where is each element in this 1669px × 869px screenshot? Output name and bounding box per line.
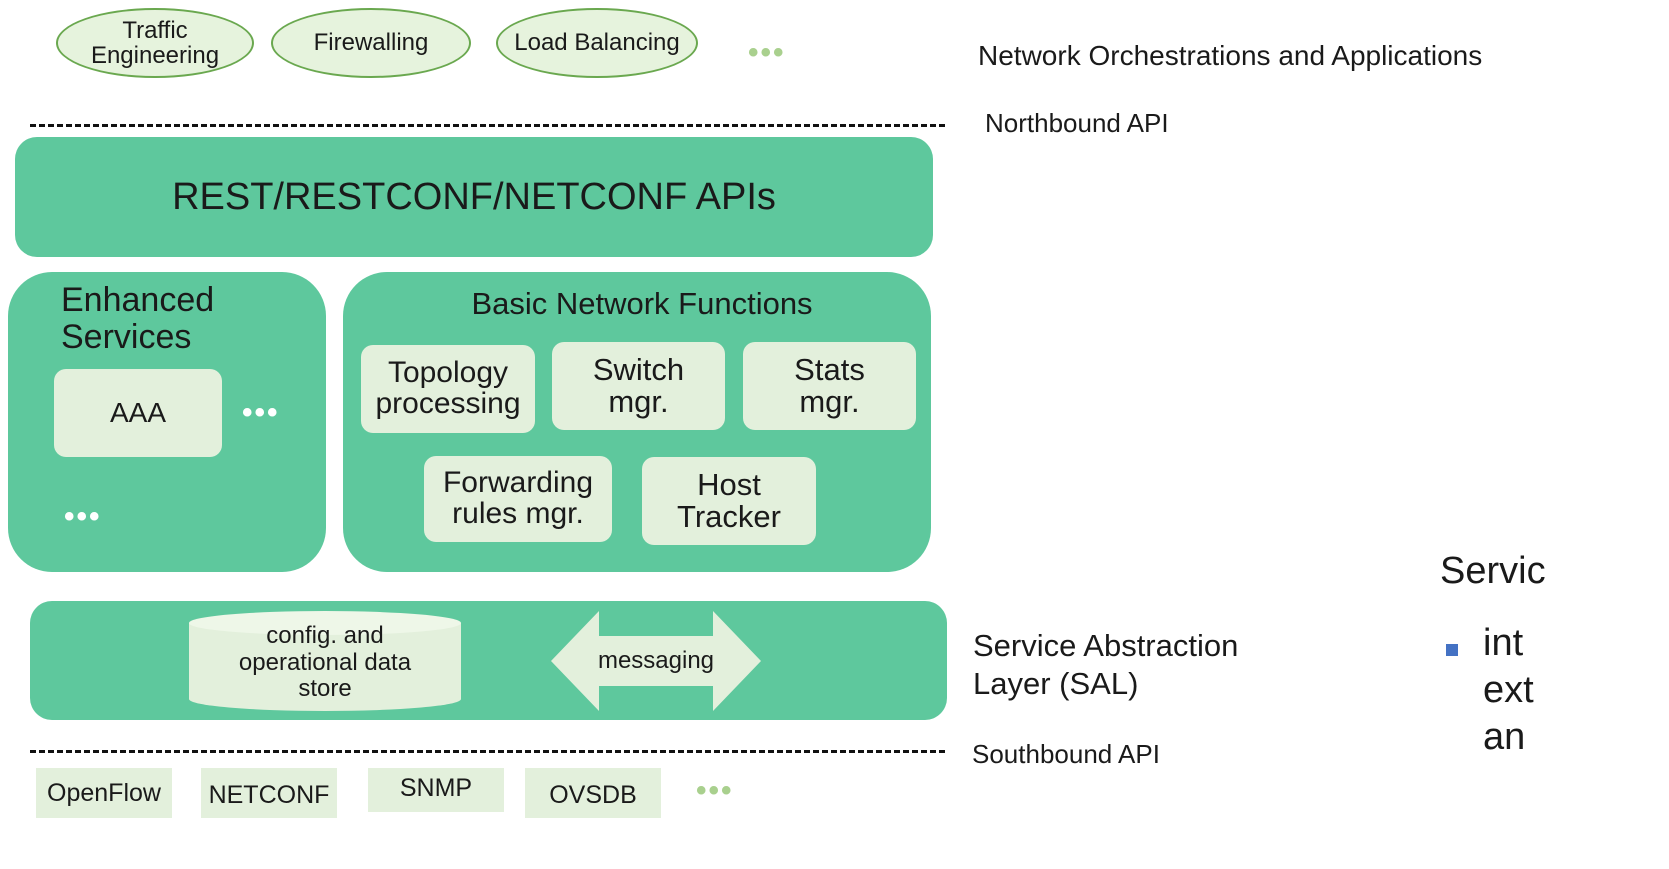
protocol-ovsdb: OVSDB (525, 768, 661, 818)
app-firewalling: Firewalling (271, 8, 471, 78)
forwarding-rules-manager-box: Forwarding rules mgr. (424, 456, 612, 542)
basic-network-functions-block: Basic Network Functions Topology process… (343, 272, 931, 572)
right-panel-line-2: ext (1483, 669, 1534, 711)
applications-layer-label: Network Orchestrations and Applications (978, 40, 1483, 71)
right-panel-line-3: an (1483, 716, 1526, 758)
northbound-dashed-line (30, 124, 945, 127)
more-services-inline-ellipsis: ••• (242, 396, 280, 429)
more-services-bottom-ellipsis: ••• (64, 500, 102, 533)
sal-block: config. and operational data store messa… (30, 601, 947, 720)
more-apps-ellipsis: ••• (748, 36, 786, 69)
topology-processing-box: Topology processing (361, 345, 535, 433)
southbound-api-label: Southbound API (972, 739, 1160, 769)
sal-label: Service Abstraction Layer (SAL) (973, 628, 1239, 701)
protocol-netconf: NETCONF (201, 768, 337, 818)
datastore-cylinder-icon (189, 611, 461, 711)
app-load-balancing: Load Balancing (496, 8, 698, 78)
aaa-box: AAA (54, 369, 222, 457)
host-tracker-box: Host Tracker (642, 457, 816, 545)
southbound-dashed-line (30, 750, 945, 753)
rest-api-block: REST/RESTCONF/NETCONF APIs (15, 137, 933, 257)
enhanced-services-title: Enhanced Services (61, 281, 215, 357)
protocol-snmp: SNMP (368, 768, 504, 812)
northbound-api-label: Northbound API (985, 108, 1169, 138)
stats-manager-box: Stats mgr. (743, 342, 916, 430)
bullet-square-icon (1446, 644, 1458, 656)
basic-network-functions-title: Basic Network Functions (471, 286, 813, 321)
protocol-openflow: OpenFlow (36, 768, 172, 818)
messaging-label: messaging (597, 647, 715, 674)
app-traffic-engineering: Traffic Engineering (56, 8, 254, 78)
messaging-arrow-icon (551, 611, 761, 711)
switch-manager-box: Switch mgr. (552, 342, 725, 430)
datastore-label: config. and operational data store (238, 621, 412, 703)
more-protocols-ellipsis: ••• (696, 774, 734, 807)
right-panel-heading: Servic (1440, 550, 1546, 592)
right-panel-line-1: int (1483, 622, 1524, 664)
enhanced-services-block: Enhanced Services AAA ••• ••• (8, 272, 326, 572)
